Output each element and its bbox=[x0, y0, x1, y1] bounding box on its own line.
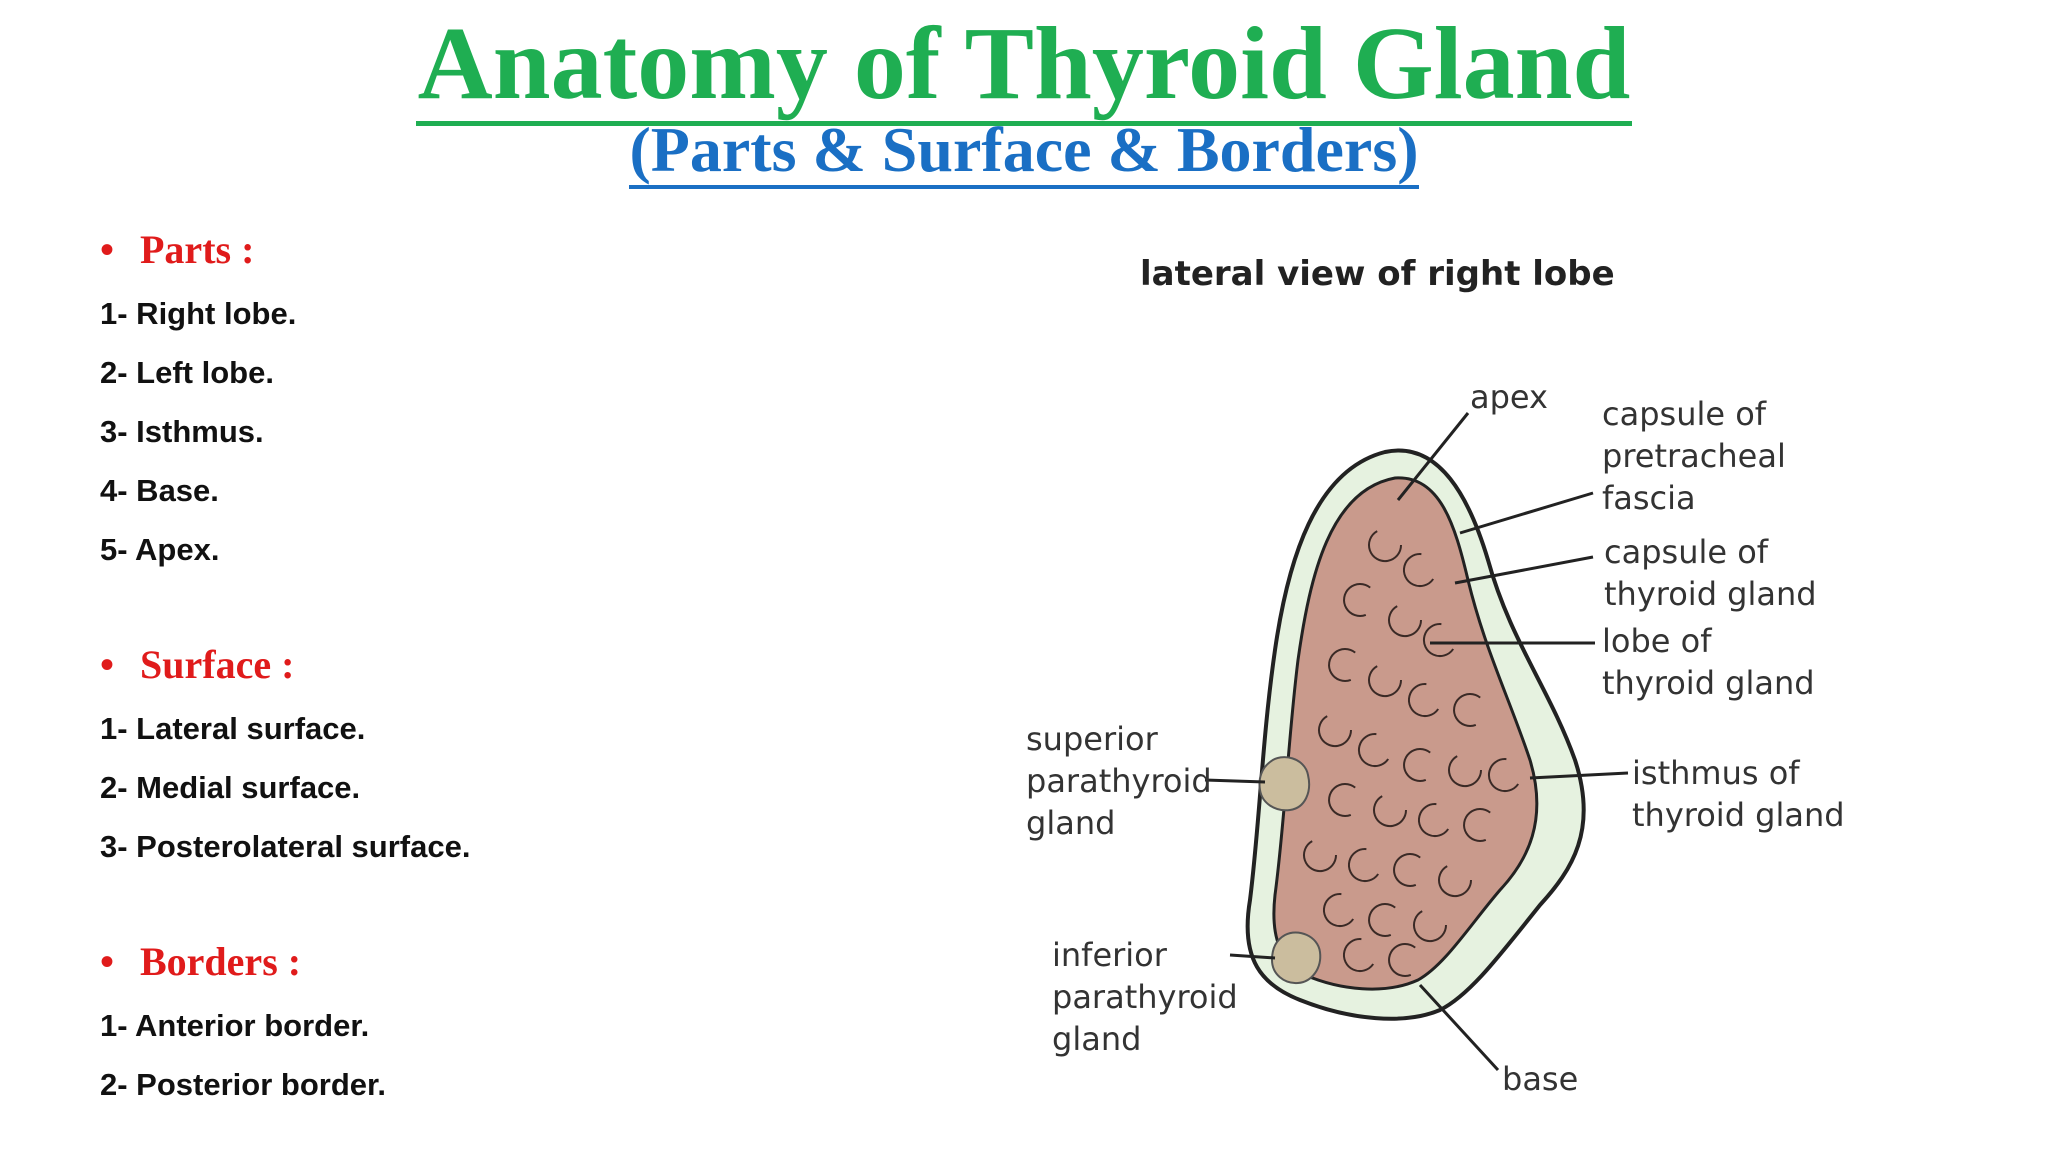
list-item: 4- Base. bbox=[100, 473, 219, 508]
follicle-arc bbox=[1357, 733, 1390, 768]
label-apex: apex bbox=[1470, 378, 1548, 416]
follicle-arc bbox=[1417, 803, 1450, 838]
list-item: 3- Isthmus. bbox=[100, 414, 264, 449]
list-item: 1- Anterior border. bbox=[100, 1008, 370, 1043]
label-capsule-thyroid-2: thyroid gland bbox=[1604, 575, 1817, 613]
follicle-arc bbox=[1422, 623, 1455, 658]
follicle-arc bbox=[1322, 893, 1355, 928]
follicle-arc bbox=[1448, 755, 1483, 788]
label-superior-parathyroid-3: gland bbox=[1026, 804, 1115, 842]
leader-superior-parathyroid bbox=[1204, 778, 1266, 784]
follicle-arc bbox=[1368, 665, 1403, 698]
section-heading: •Surface : bbox=[100, 635, 860, 695]
label-lobe-2: thyroid gland bbox=[1602, 664, 1815, 702]
follicle-arc bbox=[1373, 795, 1408, 828]
section-borders: •Borders : 1- Anterior border. 2- Poster… bbox=[100, 932, 860, 1114]
follicle-arc bbox=[1407, 683, 1440, 718]
list-item: 1- Lateral surface. bbox=[100, 711, 366, 746]
follicle-arc bbox=[1413, 910, 1448, 943]
inferior-parathyroid bbox=[1270, 931, 1322, 985]
thyroid-lobe bbox=[1272, 476, 1539, 991]
follicle-arc bbox=[1343, 583, 1371, 617]
follicle-arc bbox=[1438, 865, 1473, 898]
bullet-icon: • bbox=[100, 642, 115, 687]
follicle-arc bbox=[1328, 648, 1356, 682]
superior-parathyroid bbox=[1258, 756, 1310, 812]
leader-lines bbox=[1204, 412, 1629, 1072]
list-item: 3- Posterolateral surface. bbox=[100, 829, 471, 864]
follicle-arc bbox=[1487, 758, 1520, 793]
bullet-icon: • bbox=[100, 939, 115, 984]
label-superior-parathyroid-1: superior bbox=[1026, 720, 1159, 758]
section-surface: •Surface : 1- Lateral surface. 2- Medial… bbox=[100, 635, 860, 876]
follicle-arc bbox=[1388, 943, 1416, 977]
leader-capsule-thyroid bbox=[1454, 555, 1594, 585]
leader-base bbox=[1418, 983, 1500, 1072]
leader-capsule-pretracheal bbox=[1459, 491, 1594, 535]
follicle-pattern bbox=[1303, 530, 1520, 977]
section-parts: •Parts : 1- Right lobe. 2- Left lobe. 3-… bbox=[100, 220, 860, 579]
diagram-title: lateral view of right lobe bbox=[1140, 254, 1615, 294]
list-item: 2- Medial surface. bbox=[100, 770, 361, 805]
topic-list: •Parts : 1- Right lobe. 2- Left lobe. 3-… bbox=[100, 220, 860, 1170]
section-heading: •Borders : bbox=[100, 932, 860, 992]
label-inferior-parathyroid-2: parathyroid bbox=[1052, 978, 1238, 1016]
follicle-arc bbox=[1347, 848, 1380, 883]
label-isthmus-1: isthmus of bbox=[1632, 754, 1800, 792]
label-isthmus-2: thyroid gland bbox=[1632, 796, 1845, 834]
page-title: Anatomy of Thyroid Gland bbox=[0, 6, 2048, 126]
follicle-arc bbox=[1328, 783, 1356, 817]
list-item: 2- Posterior border. bbox=[100, 1067, 386, 1102]
label-superior-parathyroid-2: parathyroid bbox=[1026, 762, 1212, 800]
leader-isthmus bbox=[1529, 771, 1629, 780]
page-subtitle: (Parts & Surface & Borders) bbox=[0, 112, 2048, 189]
label-inferior-parathyroid-3: gland bbox=[1052, 1020, 1141, 1058]
follicle-arc bbox=[1388, 605, 1423, 638]
label-inferior-parathyroid-1: inferior bbox=[1052, 936, 1168, 974]
follicle-arc bbox=[1402, 553, 1435, 588]
follicle-arc bbox=[1318, 715, 1353, 748]
follicle-arc bbox=[1303, 840, 1338, 873]
list-item: 1- Right lobe. bbox=[100, 296, 297, 331]
follicle-arc bbox=[1463, 808, 1491, 842]
label-capsule-thyroid-1: capsule of bbox=[1604, 533, 1769, 571]
label-base: base bbox=[1502, 1060, 1578, 1098]
list-item: 2- Left lobe. bbox=[100, 355, 274, 390]
thyroid-diagram-svg: lateral view of right lobe apex capsule … bbox=[1026, 254, 1845, 1098]
follicle-arc bbox=[1368, 530, 1403, 563]
leader-apex bbox=[1396, 412, 1470, 501]
leader-inferior-parathyroid bbox=[1229, 953, 1276, 960]
label-lobe-1: lobe of bbox=[1602, 622, 1712, 660]
label-capsule-pretracheal-2: pretracheal bbox=[1602, 437, 1786, 475]
follicle-arc bbox=[1393, 853, 1421, 887]
list-item: 5- Apex. bbox=[100, 532, 220, 567]
thyroid-diagram: lateral view of right lobe apex capsule … bbox=[960, 220, 1960, 1120]
follicle-arc bbox=[1368, 903, 1396, 937]
bullet-icon: • bbox=[100, 227, 115, 272]
follicle-arc bbox=[1453, 693, 1481, 727]
follicle-arc bbox=[1342, 938, 1375, 973]
section-heading: •Parts : bbox=[100, 220, 860, 280]
label-capsule-pretracheal-3: fascia bbox=[1602, 479, 1696, 517]
follicle-arc bbox=[1403, 748, 1431, 782]
label-capsule-pretracheal-1: capsule of bbox=[1602, 395, 1767, 433]
